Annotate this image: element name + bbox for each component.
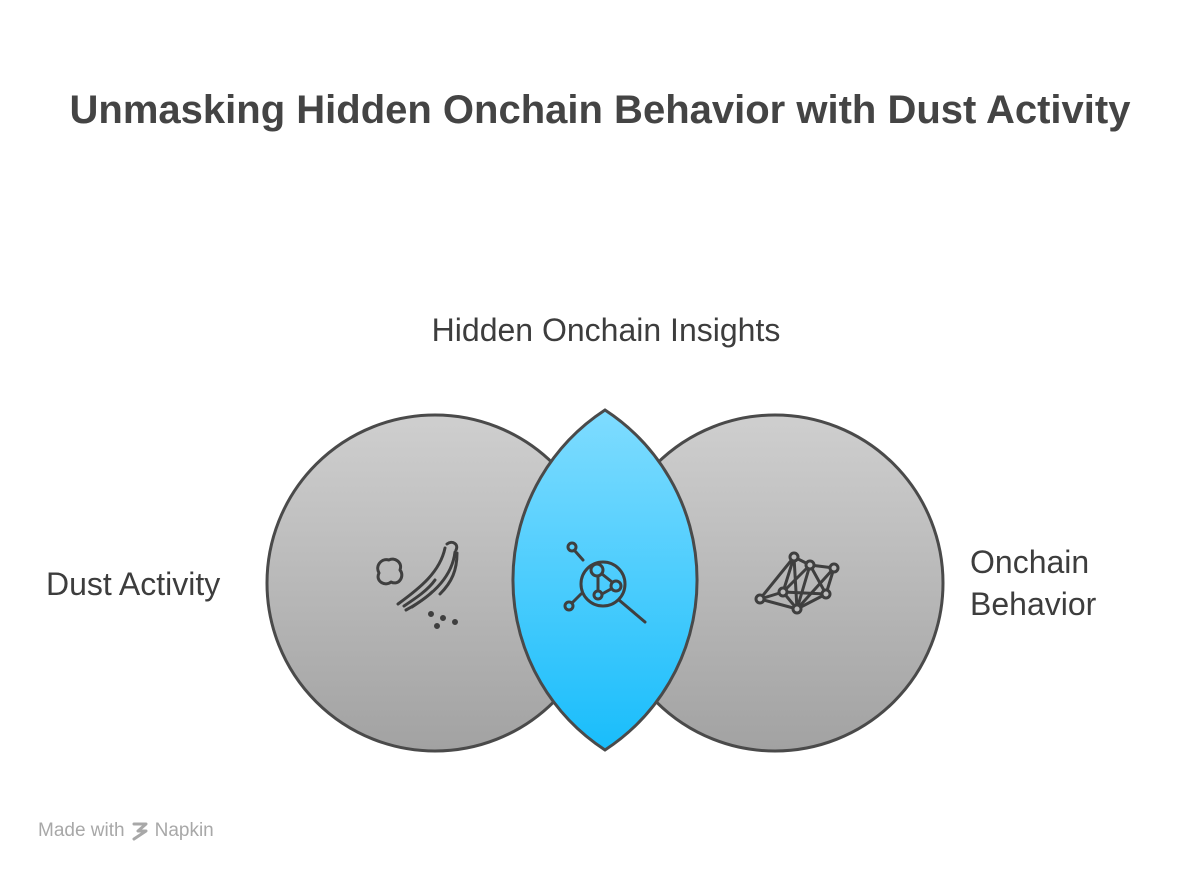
set-label-dust-activity: Dust Activity <box>46 566 221 602</box>
made-with-napkin-footer: Made with Napkin <box>38 820 214 842</box>
magnifier-network-icon <box>563 541 647 624</box>
footer-prefix: Made with <box>38 820 125 841</box>
intersection-label: Hidden Onchain Insights <box>431 312 781 348</box>
footer-brand: Napkin <box>154 820 214 841</box>
broom-sweeping-dust-icon <box>376 540 459 629</box>
set-label-onchain-behavior: Onchain Behavior <box>970 544 1097 622</box>
venn-overlap-hidden-insights <box>511 408 699 752</box>
napkin-logo-icon <box>132 822 148 841</box>
diagram-title: Unmasking Hidden Onchain Behavior with D… <box>69 88 1131 132</box>
network-graph-icon <box>754 551 840 615</box>
